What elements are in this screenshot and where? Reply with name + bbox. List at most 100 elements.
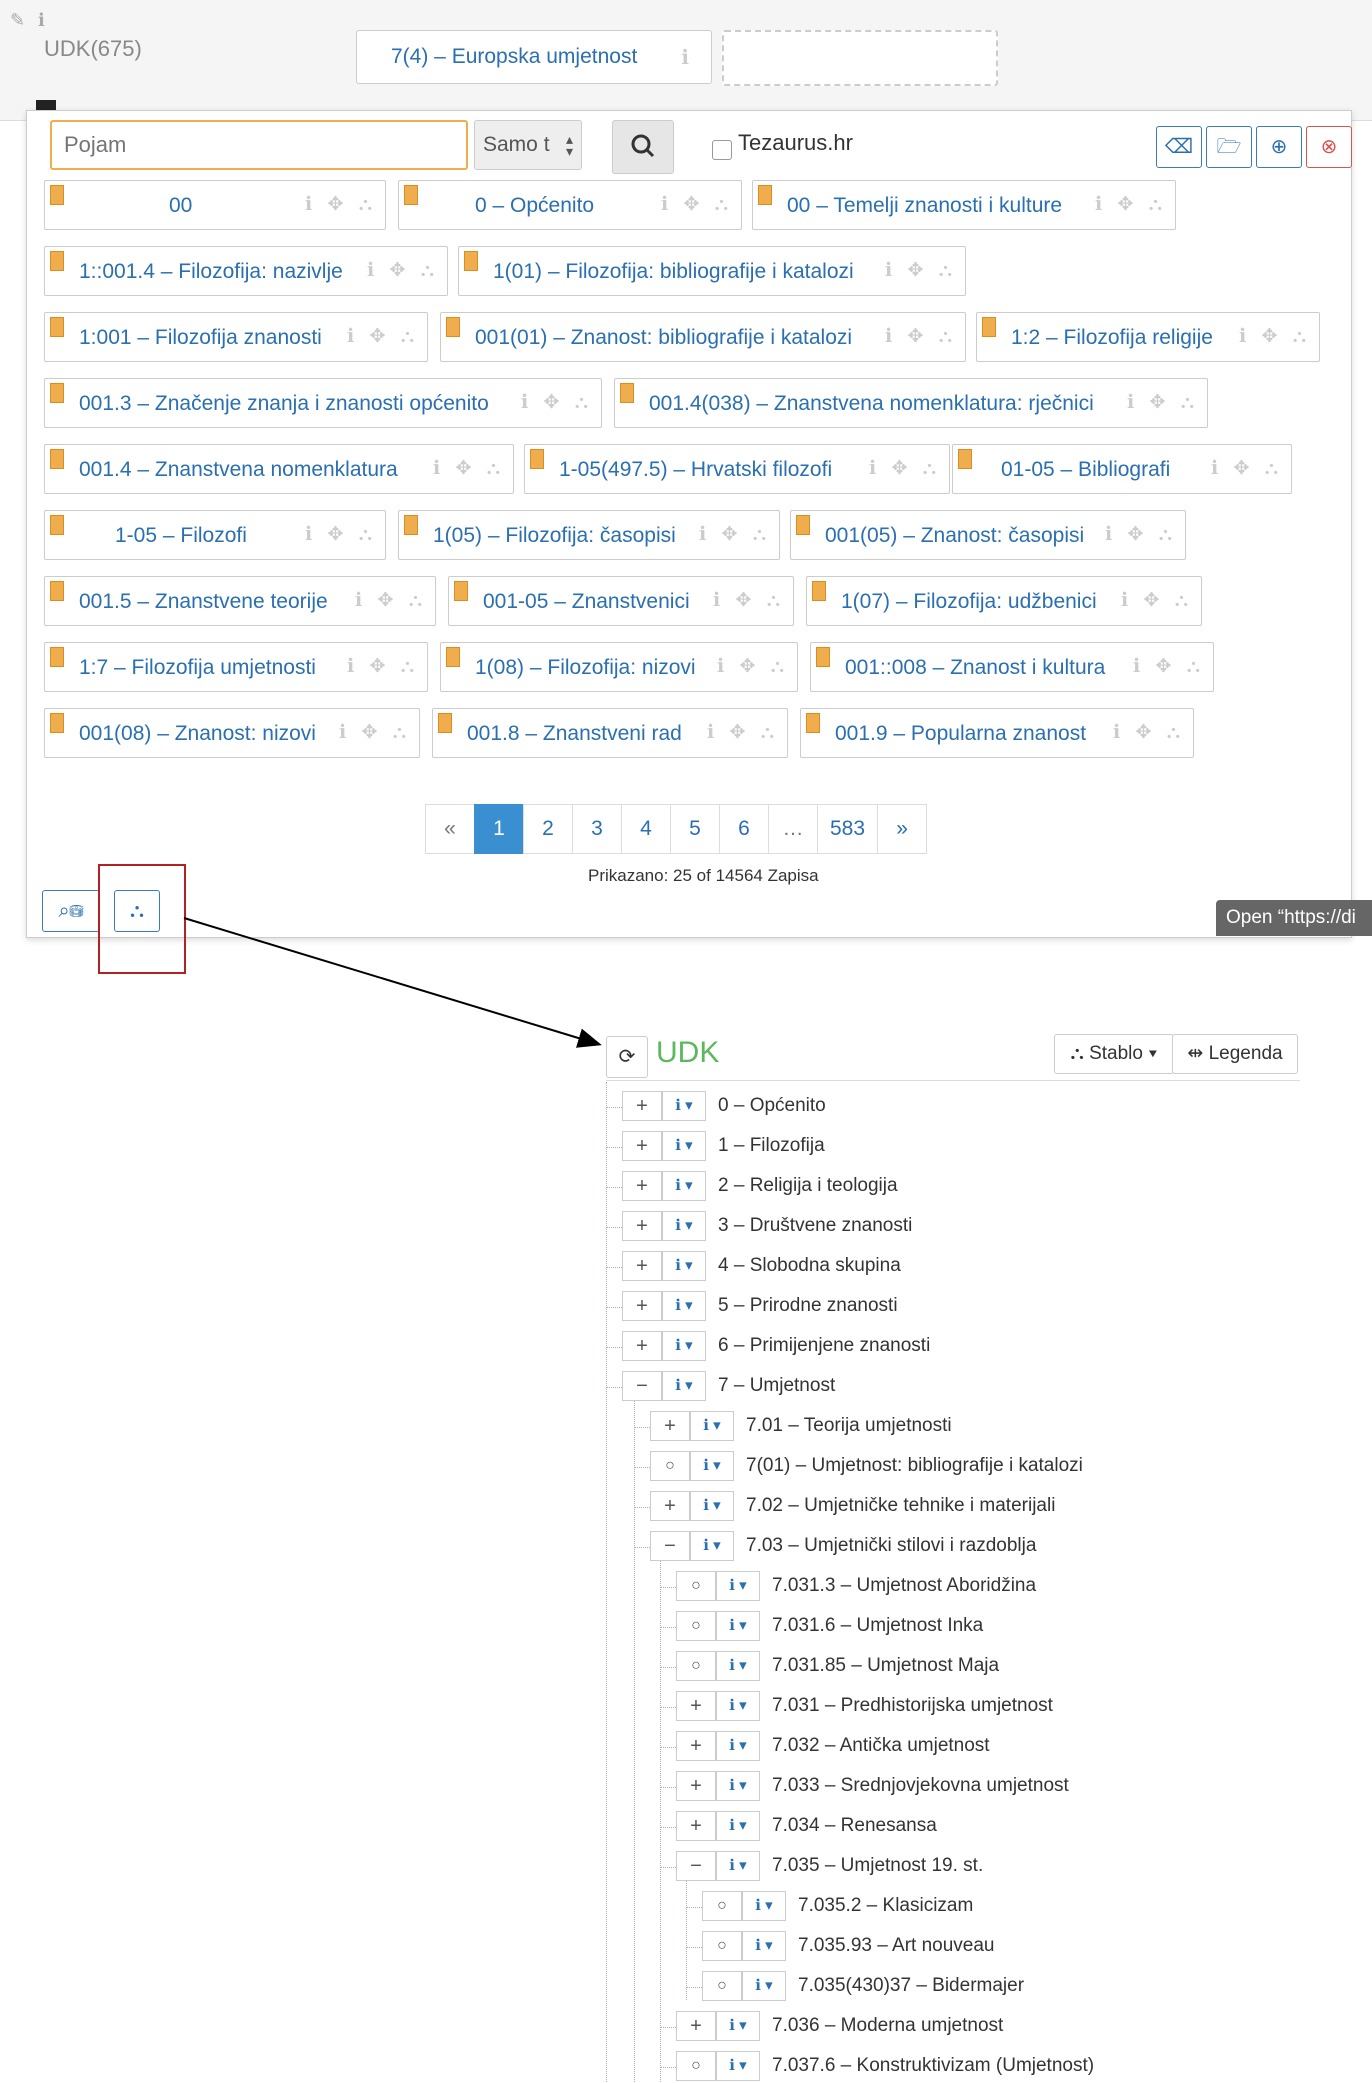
expand-toggle[interactable]: + — [622, 1091, 662, 1121]
info-dropdown-button[interactable]: ℹ ▾ — [662, 1091, 706, 1121]
tree-node-label[interactable]: 2 – Religija i teologija — [718, 1175, 898, 1196]
term-chip[interactable]: 001(01) – Znanost: bibliografije i katal… — [440, 312, 966, 362]
page-6[interactable]: 6 — [719, 804, 769, 854]
info-dropdown-button[interactable]: ℹ ▾ — [690, 1531, 734, 1561]
expand-toggle[interactable]: + — [622, 1291, 662, 1321]
tree-node-label[interactable]: 7.035(430)37 – Bidermajer — [798, 1975, 1025, 1996]
info-dropdown-button[interactable]: ℹ ▾ — [716, 1611, 760, 1641]
leaf-toggle[interactable]: ○ — [676, 1651, 716, 1681]
chip-action-icons[interactable]: ℹ ✥ ⛬ — [339, 722, 411, 743]
chip-action-icons[interactable]: ℹ ✥ ⛬ — [699, 524, 771, 545]
search-button[interactable] — [612, 120, 674, 174]
page-4[interactable]: 4 — [621, 804, 671, 854]
tree-view-button[interactable]: ⛬ — [114, 890, 160, 932]
tree-node-label[interactable]: 7.02 – Umjetničke tehnike i materijali — [746, 1495, 1056, 1516]
info-icon[interactable]: ℹ — [38, 10, 45, 30]
expand-toggle[interactable]: + — [676, 1811, 716, 1841]
chip-action-icons[interactable]: ℹ ✥ ⛬ — [1133, 656, 1205, 677]
term-chip[interactable]: 001.3 – Značenje znanja i znanosti općen… — [44, 378, 602, 428]
selected-term-chip[interactable]: 7(4) – Europska umjetnost ℹ — [356, 30, 712, 84]
term-chip[interactable]: 1(01) – Filozofija: bibliografije i kata… — [458, 246, 966, 296]
info-dropdown-button[interactable]: ℹ ▾ — [716, 1851, 760, 1881]
pin-icon[interactable]: ✎ — [10, 10, 26, 30]
expand-toggle[interactable]: + — [622, 1211, 662, 1241]
close-button[interactable]: ⊗ — [1306, 126, 1352, 168]
tree-node-label[interactable]: 7.033 – Srednjovjekovna umjetnost — [772, 1775, 1069, 1796]
info-dropdown-button[interactable]: ℹ ▾ — [716, 1571, 760, 1601]
info-dropdown-button[interactable]: ℹ ▾ — [716, 1691, 760, 1721]
tree-node-label[interactable]: 7.031.6 – Umjetnost Inka — [772, 1615, 984, 1636]
chip-action-icons[interactable]: ℹ ✥ ⛬ — [1095, 194, 1167, 215]
chip-action-icons[interactable]: ℹ ✥ ⛬ — [707, 722, 779, 743]
chip-action-icons[interactable]: ℹ ✥ ⛬ — [305, 194, 377, 215]
leaf-toggle[interactable]: ○ — [676, 2051, 716, 2081]
page-1[interactable]: 1 — [474, 804, 524, 854]
chip-action-icons[interactable]: ℹ ✥ ⛬ — [713, 590, 785, 611]
chip-action-icons[interactable]: ℹ ✥ ⛬ — [1121, 590, 1193, 611]
expand-toggle[interactable]: + — [622, 1131, 662, 1161]
page-3[interactable]: 3 — [572, 804, 622, 854]
tree-node-label[interactable]: 0 – Općenito — [718, 1095, 826, 1116]
tree-node-label[interactable]: 7.037.6 – Konstruktivizam (Umjetnost) — [772, 2055, 1095, 2076]
tree-node-label[interactable]: 7.031.3 – Umjetnost Aboridžina — [772, 1575, 1037, 1596]
add-button[interactable]: ⊕ — [1256, 126, 1302, 168]
term-drop-zone[interactable] — [722, 30, 998, 86]
expand-toggle[interactable]: + — [622, 1331, 662, 1361]
chip-action-icons[interactable]: ℹ ✥ ⛬ — [433, 458, 505, 479]
page-next[interactable]: » — [877, 804, 928, 854]
info-icon[interactable]: ℹ — [681, 47, 689, 69]
chip-action-icons[interactable]: ℹ ✥ ⛬ — [717, 656, 789, 677]
tree-node-label[interactable]: 7.035 – Umjetnost 19. st. — [772, 1855, 984, 1876]
tree-node-label[interactable]: 7 – Umjetnost — [718, 1375, 836, 1396]
expand-toggle[interactable]: + — [676, 2011, 716, 2041]
tree-node-label[interactable]: 7.036 – Moderna umjetnost — [772, 2015, 1004, 2036]
info-dropdown-button[interactable]: ℹ ▾ — [742, 1971, 786, 2001]
tree-node-label[interactable]: 7.032 – Antička umjetnost — [772, 1735, 990, 1756]
leaf-toggle[interactable]: ○ — [702, 1891, 742, 1921]
tree-node-label[interactable]: 7.034 – Renesansa — [772, 1815, 937, 1836]
expand-toggle[interactable]: + — [650, 1411, 690, 1441]
info-dropdown-button[interactable]: ℹ ▾ — [716, 1811, 760, 1841]
search-db-button[interactable]: ⌕⛁ — [42, 890, 100, 932]
chip-action-icons[interactable]: ℹ ✥ ⛬ — [1113, 722, 1185, 743]
tree-node-label[interactable]: 7.031 – Predhistorijska umjetnost — [772, 1695, 1053, 1716]
leaf-toggle[interactable]: ○ — [676, 1571, 716, 1601]
chip-action-icons[interactable]: ℹ ✥ ⛬ — [885, 326, 957, 347]
info-dropdown-button[interactable]: ℹ ▾ — [716, 2051, 760, 2081]
chip-action-icons[interactable]: ℹ ✥ ⛬ — [1105, 524, 1177, 545]
search-input[interactable] — [50, 120, 468, 170]
info-dropdown-button[interactable]: ℹ ▾ — [716, 2011, 760, 2041]
expand-toggle[interactable]: + — [676, 1691, 716, 1721]
tree-node-label[interactable]: 7.035.93 – Art nouveau — [798, 1935, 995, 1956]
expand-toggle[interactable]: + — [676, 1731, 716, 1761]
tree-node-label[interactable]: 5 – Prirodne znanosti — [718, 1295, 898, 1316]
leaf-toggle[interactable]: ○ — [650, 1451, 690, 1481]
tree-node-label[interactable]: 1 – Filozofija — [718, 1135, 825, 1156]
collapse-toggle[interactable]: − — [622, 1371, 662, 1401]
search-mode-select[interactable]: Samo t ▴▾ — [474, 120, 582, 170]
info-dropdown-button[interactable]: ℹ ▾ — [662, 1291, 706, 1321]
page-583[interactable]: 583 — [817, 804, 879, 854]
resize-handle[interactable] — [36, 100, 56, 112]
term-chip[interactable]: 001.4(038) – Znanstvena nomenklatura: rj… — [614, 378, 1208, 428]
info-dropdown-button[interactable]: ℹ ▾ — [716, 1771, 760, 1801]
leaf-toggle[interactable]: ○ — [702, 1931, 742, 1961]
chip-action-icons[interactable]: ℹ ✥ ⛬ — [521, 392, 593, 413]
chip-action-icons[interactable]: ℹ ✥ ⛬ — [1127, 392, 1199, 413]
chip-action-icons[interactable]: ℹ ✥ ⛬ — [885, 260, 957, 281]
